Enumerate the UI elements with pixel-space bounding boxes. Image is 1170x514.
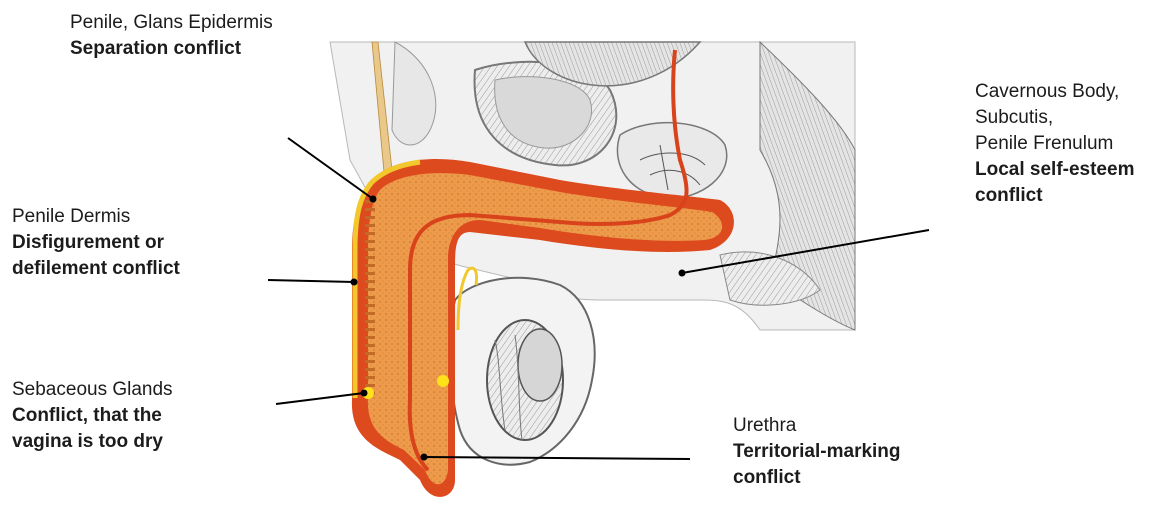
label-conflict: Local self-esteem bbox=[975, 157, 1134, 183]
label-urethra: Urethra Territorial-marking conflict bbox=[733, 413, 901, 491]
leader-urethra bbox=[424, 457, 690, 459]
label-title: Penile Frenulum bbox=[975, 131, 1134, 157]
label-title: Subcutis, bbox=[975, 105, 1134, 131]
label-penile-dermis: Penile Dermis Disfigurement or defilemen… bbox=[12, 204, 180, 282]
leader-dermis bbox=[268, 280, 354, 282]
label-conflict: conflict bbox=[975, 183, 1134, 209]
scrotum-testis bbox=[450, 278, 594, 465]
label-sebaceous-glands: Sebaceous Glands Conflict, that the vagi… bbox=[12, 377, 173, 455]
label-conflict: Conflict, that the bbox=[12, 403, 173, 429]
label-conflict: Territorial-marking bbox=[733, 439, 901, 465]
label-conflict: vagina is too dry bbox=[12, 429, 173, 455]
label-title: Urethra bbox=[733, 413, 901, 439]
label-title: Cavernous Body, bbox=[975, 79, 1134, 105]
label-cavernous-body: Cavernous Body, Subcutis, Penile Frenulu… bbox=[975, 79, 1134, 209]
label-conflict: Separation conflict bbox=[70, 36, 273, 62]
label-conflict: conflict bbox=[733, 465, 901, 491]
leader-sebaceous bbox=[276, 393, 364, 404]
label-conflict: Disfigurement or bbox=[12, 230, 180, 256]
label-conflict: defilement conflict bbox=[12, 256, 180, 282]
label-title: Penile Dermis bbox=[12, 204, 180, 230]
label-glans-epidermis: Penile, Glans Epidermis Separation confl… bbox=[70, 10, 273, 62]
label-title: Sebaceous Glands bbox=[12, 377, 173, 403]
label-title: Penile, Glans Epidermis bbox=[70, 10, 273, 36]
